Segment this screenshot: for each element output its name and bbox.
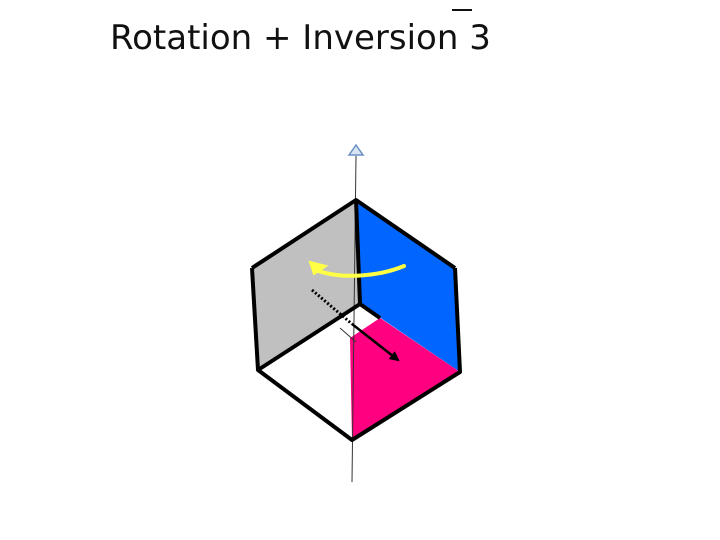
overbar-mark xyxy=(452,9,472,11)
left-face xyxy=(252,200,360,370)
inner-edge-line xyxy=(339,327,357,343)
bottom-face xyxy=(350,318,460,440)
cube-outline xyxy=(250,198,462,442)
arrow-up-icon xyxy=(347,143,365,156)
right-face xyxy=(356,200,460,372)
curved-arrow-icon xyxy=(314,264,406,278)
arrow-down-right-icon xyxy=(351,323,400,362)
slide-title: Rotation + Inversion 3 xyxy=(110,18,491,58)
floor-face-white xyxy=(258,304,380,440)
inversion-arrow-dotted xyxy=(311,288,353,326)
curved-arrow-head xyxy=(308,260,329,276)
